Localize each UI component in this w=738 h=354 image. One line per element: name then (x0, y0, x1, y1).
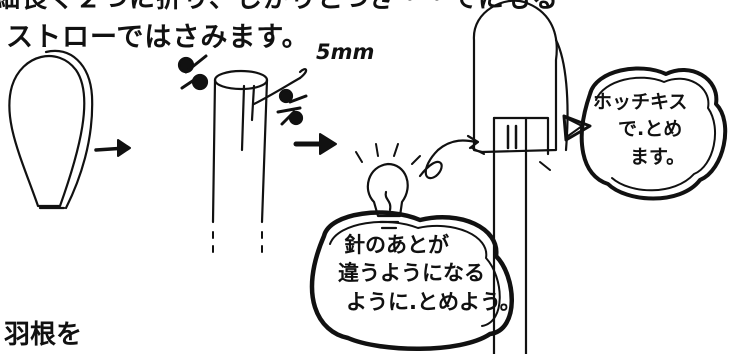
scissors-icon-2 (276, 88, 308, 126)
needle-note-line-3: ように.とめよう。 (346, 290, 521, 314)
folded-feather (8, 49, 94, 210)
staple-note-line-1: ホッチキス (593, 91, 688, 113)
caption-bottom-line: 羽根を (4, 320, 83, 350)
needle-note-line-2: 違うようになる (338, 261, 485, 285)
caption-line-2: ストローではさみます。 (6, 22, 310, 53)
staple-note-cloud (579, 66, 728, 201)
staple-note-line-3: ます。 (630, 146, 686, 168)
needle-note-line-1: 針のあとが (344, 233, 449, 257)
straw-tube (211, 68, 308, 253)
arrow-right-icon-2 (293, 133, 337, 155)
arrow-right-icon (94, 139, 131, 157)
caption-top-line: 細長く２つに折り、しかりとつぎ・・でにもる (0, 0, 559, 12)
needle-note-cloud (309, 210, 514, 351)
scissors-icon (177, 54, 209, 91)
dimension-label: 5mm (316, 40, 375, 64)
staple-note-line-2: で.とめ (618, 118, 683, 140)
